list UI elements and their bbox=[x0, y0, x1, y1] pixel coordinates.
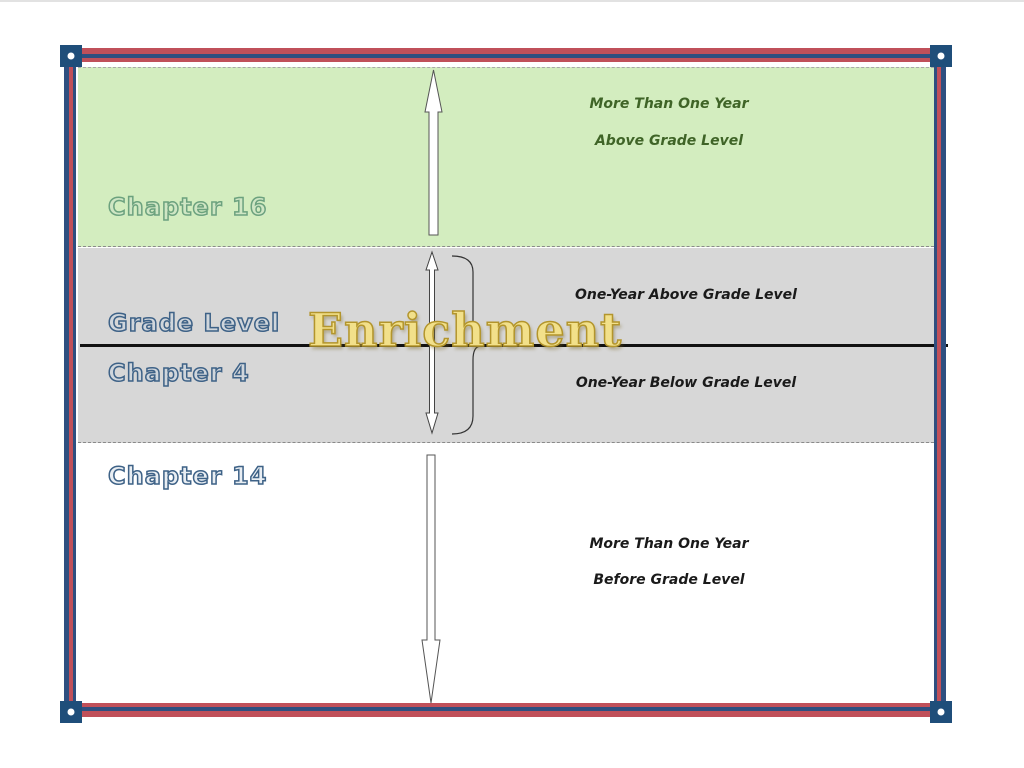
top-description-line-2: Above Grade Level bbox=[594, 133, 744, 149]
frame-top-edge bbox=[70, 48, 940, 62]
double-arrow bbox=[425, 250, 439, 435]
band-above-grade bbox=[78, 67, 934, 247]
frame-corner-top-right bbox=[930, 45, 952, 67]
frame-corner-bottom-right bbox=[930, 701, 952, 723]
right-brace bbox=[451, 255, 482, 435]
enrichment-overlay-text: Enrichment bbox=[307, 302, 623, 358]
top-rule bbox=[0, 0, 1024, 2]
frame-corner-top-left bbox=[60, 45, 82, 67]
chapter-4-label: Chapter 4 bbox=[107, 358, 250, 388]
chapter-14-label: Chapter 14 bbox=[107, 461, 268, 491]
up-arrow bbox=[424, 69, 443, 236]
band-below-grade bbox=[78, 444, 934, 706]
frame-right-edge bbox=[934, 50, 946, 714]
lower-middle-description: One-Year Below Grade Level bbox=[575, 375, 797, 391]
top-description-line-1: More Than One Year bbox=[589, 96, 749, 112]
grade-level-line bbox=[80, 344, 948, 347]
frame-corner-bottom-left bbox=[60, 701, 82, 723]
down-arrow bbox=[421, 454, 441, 704]
chapter-16-label: Chapter 16 bbox=[107, 192, 268, 222]
bottom-description-line-1: More Than One Year bbox=[589, 536, 749, 552]
frame-bottom-edge bbox=[70, 703, 940, 717]
bottom-description-line-2: Before Grade Level bbox=[593, 572, 745, 588]
upper-middle-description: One-Year Above Grade Level bbox=[575, 287, 797, 303]
frame-left-edge bbox=[64, 50, 76, 714]
grade-level-label: Grade Level bbox=[107, 308, 281, 338]
